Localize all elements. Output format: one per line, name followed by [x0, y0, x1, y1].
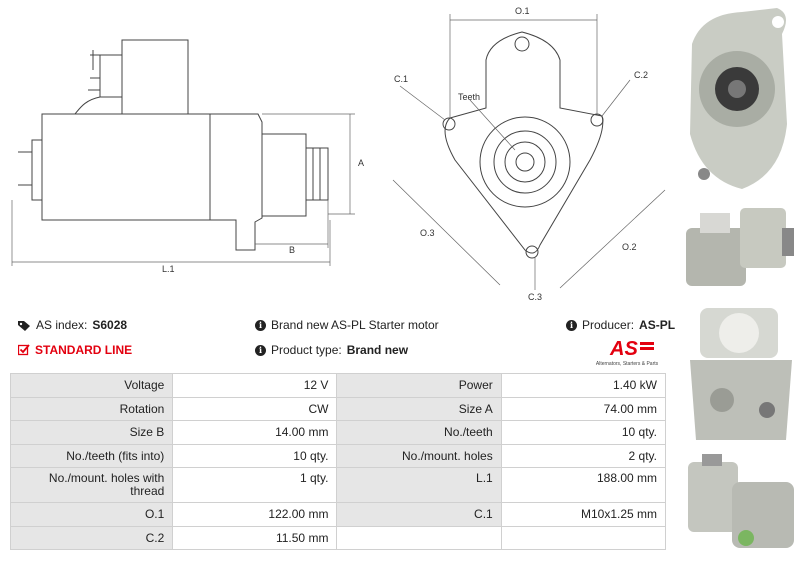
logo-caption: Alternators, Starters & Parts [596, 361, 659, 367]
front-flange-outline [444, 31, 604, 254]
spec-label: Rotation [9, 396, 174, 421]
tag-icon [18, 320, 30, 331]
producer-value: AS-PL [639, 318, 676, 332]
spec-value: 122.00 mm [172, 502, 338, 527]
table-row: Rotation CW Size A 74.00 mm [9, 396, 667, 421]
spec-label: No./teeth [336, 420, 502, 445]
info-icon: i [566, 319, 577, 331]
spec-label: Size A [336, 396, 502, 421]
spec-label: C.2 [9, 525, 174, 550]
dim-c1-label: C.1 [394, 74, 408, 84]
spec-label: L.1 [336, 467, 502, 503]
specs-table: Voltage 12 V Power 1.40 kW Rotation CW S… [9, 373, 667, 550]
spec-label: No./teeth (fits into) [9, 443, 174, 468]
motor-body-outline [41, 113, 211, 221]
spec-value-empty [500, 525, 667, 550]
dim-c2-label: C.2 [634, 70, 648, 80]
as-index-value: S6028 [92, 318, 128, 332]
spec-value: 2 qty. [500, 443, 667, 468]
spec-value: 188.00 mm [500, 467, 667, 503]
producer: i Producer: AS-PL [566, 318, 675, 332]
spec-label: Voltage [9, 373, 174, 398]
table-row: O.1 122.00 mm C.1 M10x1.25 mm [9, 502, 667, 527]
solenoid-outline [121, 39, 189, 115]
product-info: AS index: S6028 STANDARD LINE i Brand ne… [0, 312, 680, 368]
spec-value: 10 qty. [172, 443, 338, 468]
product-photo-front [690, 8, 787, 189]
product-photo-side [686, 208, 794, 286]
technical-drawing: A B L.1 O.1 C.1 C.2 Teeth O.3 O.2 C.3 [0, 0, 680, 305]
dim-b-label: B [289, 245, 295, 255]
spec-label: C.1 [336, 502, 502, 527]
spec-label-empty [336, 525, 502, 550]
spec-value: 11.50 mm [172, 525, 338, 550]
product-description: i Brand new AS-PL Starter motor [255, 318, 439, 332]
spec-value: M10x1.25 mm [500, 502, 667, 527]
spec-value: 1.40 kW [500, 373, 667, 398]
product-photo-rear [690, 308, 792, 440]
product-type: i Product type: Brand new [255, 343, 408, 357]
spec-label: No./mount. holes [336, 443, 502, 468]
product-photos [678, 0, 800, 561]
dim-o3-label: O.3 [420, 228, 435, 238]
spec-value: 14.00 mm [172, 420, 338, 445]
spec-value: 1 qty. [172, 467, 338, 503]
spec-value: CW [172, 396, 338, 421]
spec-label: Power [336, 373, 502, 398]
table-row: Voltage 12 V Power 1.40 kW [9, 373, 667, 398]
table-row: Size B 14.00 mm No./teeth 10 qty. [9, 420, 667, 445]
standard-line-label: STANDARD LINE [35, 343, 133, 357]
info-icon: i [255, 319, 266, 331]
producer-label: Producer: [582, 318, 635, 332]
logo-mark: AS [609, 338, 638, 360]
spec-label: Size B [9, 420, 174, 445]
dim-o2-label: O.2 [622, 242, 637, 252]
description-text: Brand new AS-PL Starter motor [271, 318, 439, 332]
standard-line: STANDARD LINE [18, 343, 132, 357]
dim-a-label: A [358, 158, 364, 168]
dim-c3-label: C.3 [528, 292, 542, 302]
product-type-label: Product type: [271, 343, 342, 357]
spec-value: 12 V [172, 373, 338, 398]
spec-label: O.1 [9, 502, 174, 527]
checkbox-checked-icon [18, 344, 30, 356]
as-pl-logo: AS Alternators, Starters & Parts [596, 338, 659, 367]
info-icon: i [255, 344, 266, 356]
spec-label: No./mount. holes with thread [9, 467, 174, 503]
as-index-label: AS index: [36, 318, 88, 332]
as-index: AS index: S6028 [18, 318, 127, 332]
product-type-value: Brand new [346, 343, 409, 357]
dim-l1-label: L.1 [162, 264, 175, 274]
product-photo-angle [688, 454, 794, 548]
spec-value: 10 qty. [500, 420, 667, 445]
table-row: No./mount. holes with thread 1 qty. L.1 … [9, 467, 667, 503]
table-row: No./teeth (fits into) 10 qty. No./mount.… [9, 443, 667, 468]
table-row: C.2 11.50 mm [9, 525, 667, 550]
spec-value: 74.00 mm [500, 396, 667, 421]
dim-o1-label: O.1 [515, 6, 530, 16]
dim-teeth-label: Teeth [458, 92, 480, 102]
